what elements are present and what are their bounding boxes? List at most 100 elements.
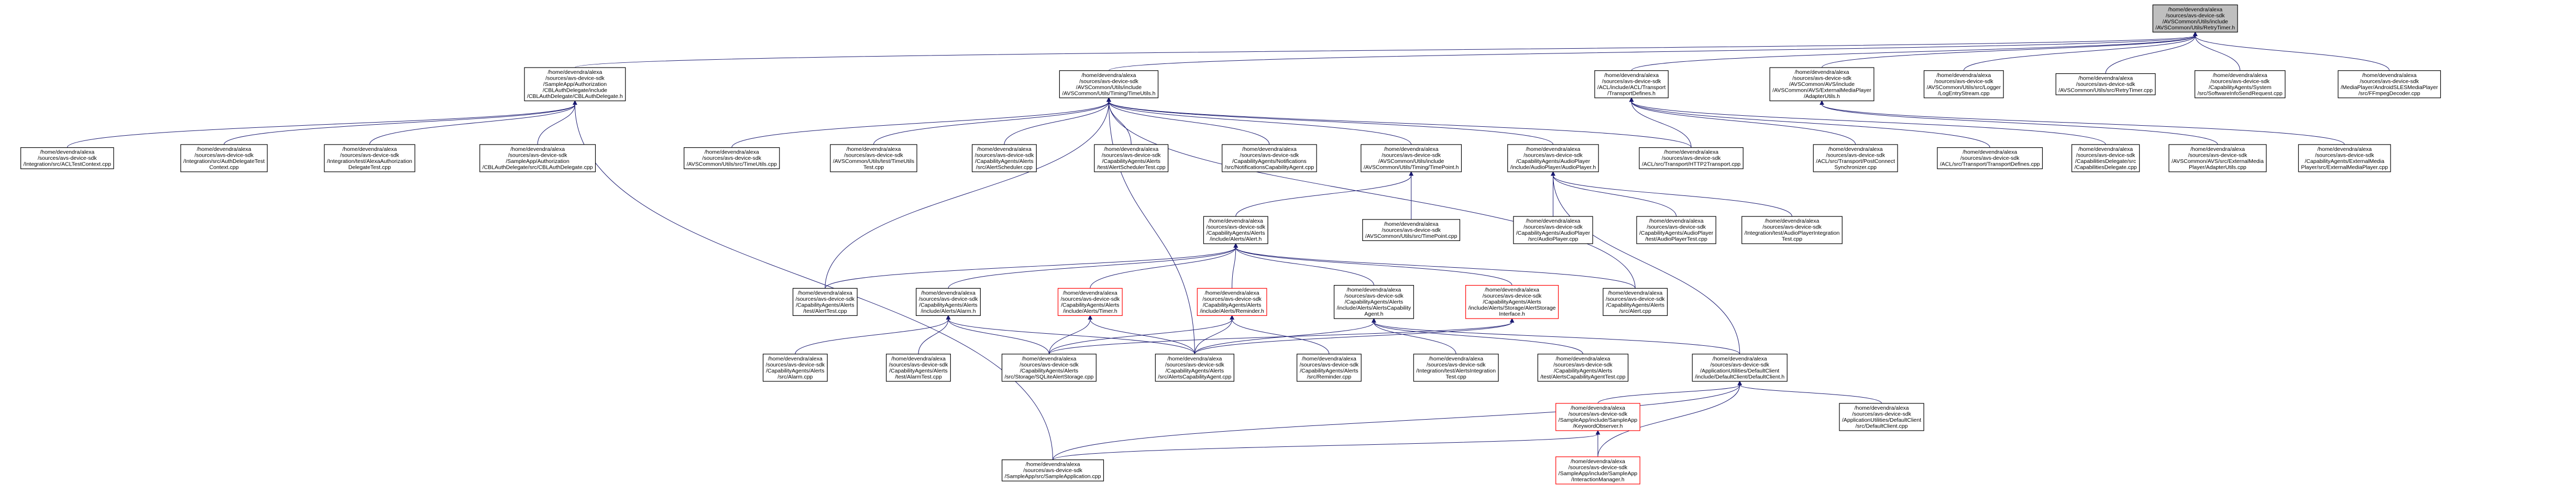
edge-interactionmanager-h-to-defaultclient-h [1597,380,1742,457]
node-label: /home/devendra/alexa/sources/avs-device-… [2075,146,2137,171]
graph-node-sampleapplication-cpp[interactable]: /home/devendra/alexa/sources/avs-device-… [1002,459,1104,481]
graph-node-audioplayertest-cpp[interactable]: /home/devendra/alexa/sources/avs-device-… [1636,216,1716,244]
edge-alertstorage-h-to-alert-h [1233,243,1512,286]
edge-externalmediaadapterutils-h-to-root [1822,31,2198,68]
node-label: /home/devendra/alexa/sources/avs-device-… [2058,75,2153,94]
graph-node-defaultclient-h[interactable]: /home/devendra/alexa/sources/avs-device-… [1692,354,1788,382]
node-box [1813,144,1898,172]
graph-node-alarm-cpp[interactable]: /home/devendra/alexa/sources/avs-device-… [762,354,828,382]
graph-node-alerttest-cpp[interactable]: /home/devendra/alexa/sources/avs-device-… [792,288,858,316]
node-box [1555,403,1640,431]
graph-node-reminder-cpp[interactable]: /home/devendra/alexa/sources/avs-device-… [1296,354,1362,382]
graph-node-alert-h[interactable]: /home/devendra/alexa/sources/avs-device-… [1203,216,1268,244]
graph-node-alertsintegration-cpp[interactable]: /home/devendra/alexa/sources/avs-device-… [1413,354,1499,382]
graph-node-timeutils-h[interactable]: /home/devendra/alexa/sources/avs-device-… [1059,70,1159,98]
graph-node-externalmediaplayer-cpp[interactable]: /home/devendra/alexa/sources/avs-device-… [2298,144,2391,172]
node-label: /home/devendra/alexa/sources/avs-device-… [1158,356,1231,380]
node-box [324,144,415,172]
graph-node-alertscheduler-cpp[interactable]: /home/devendra/alexa/sources/avs-device-… [972,144,1037,172]
node-label: /home/devendra/alexa/sources/avs-device-… [1416,356,1496,380]
node-box [1094,144,1169,172]
graph-node-timer-h[interactable]: /home/devendra/alexa/sources/avs-device-… [1057,288,1123,316]
node-label: /home/devendra/alexa/sources/avs-device-… [1816,146,1895,171]
node-label: /home/devendra/alexa/sources/avs-device-… [833,146,914,171]
edge-timeutilstest-cpp-to-timeutils-h [873,97,1111,145]
node-box [1507,144,1599,172]
graph-node-alertsagenttest-cpp[interactable]: /home/devendra/alexa/sources/avs-device-… [1537,354,1629,382]
graph-node-reminder-h[interactable]: /home/devendra/alexa/sources/avs-device-… [1197,288,1267,316]
node-box [2168,144,2267,172]
edge-postconnect-cpp-to-transportdefines-h [1629,97,1856,145]
node-label: /home/devendra/alexa/sources/avs-device-… [1695,356,1784,380]
graph-node-audioplayerintegration-cpp[interactable]: /home/devendra/alexa/sources/avs-device-… [1741,216,1843,244]
graph-node-notifications-cpp[interactable]: /home/devendra/alexa/sources/avs-device-… [1222,144,1317,172]
graph-node-timeutils-cpp[interactable]: /home/devendra/alexa/sources/avs-device-… [684,147,780,169]
graph-node-acltestcontext-cpp[interactable]: /home/devendra/alexa/sources/avs-device-… [20,147,114,169]
graph-node-alert-cpp[interactable]: /home/devendra/alexa/sources/avs-device-… [1603,288,1668,316]
node-label: /home/devendra/alexa/sources/avs-device-… [1005,462,1101,480]
node-label: /home/devendra/alexa/sources/avs-device-… [1097,146,1166,171]
graph-node-capabilitiesdelegate-cpp[interactable]: /home/devendra/alexa/sources/avs-device-… [2071,144,2140,172]
edge-interactionmanager-h-to-keywordobserver-h [1595,430,1601,457]
node-label: /home/devendra/alexa/sources/avs-device-… [1842,405,1921,430]
graph-node-cblauth-h[interactable]: /home/devendra/alexa/sources/avs-device-… [524,67,626,102]
node-box [830,144,917,172]
node-box [1197,288,1267,316]
graph-node-alertscapabilityagent-h[interactable]: /home/devendra/alexa/sources/avs-device-… [1333,285,1414,319]
edge-sampleapplication-cpp-to-cblauth-h [573,100,1054,460]
node-box [1692,354,1788,382]
graph-node-root[interactable]: /home/devendra/alexa/sources/avs-device-… [2152,4,2238,32]
node-box [1513,216,1593,244]
node-label: /home/devendra/alexa/sources/avs-device-… [1559,405,1638,430]
edge-alertsintegration-cpp-to-alertscapabilityagent-h [1372,317,1456,354]
graph-node-postconnect-cpp[interactable]: /home/devendra/alexa/sources/avs-device-… [1813,144,1898,172]
graph-node-interactionmanager-h[interactable]: /home/devendra/alexa/sources/avs-device-… [1555,456,1640,485]
node-label: /home/devendra/alexa/sources/avs-device-… [327,146,412,171]
graph-node-alarmtest-cpp[interactable]: /home/devendra/alexa/sources/avs-device-… [886,354,951,382]
graph-node-authdelegatetestcontext-cpp[interactable]: /home/devendra/alexa/sources/avs-device-… [180,144,268,172]
edge-logger-cpp-to-root [1963,31,2198,71]
graph-node-alarm-h[interactable]: /home/devendra/alexa/sources/avs-device-… [916,288,981,316]
node-label: /home/devendra/alexa/sources/avs-device-… [975,146,1034,171]
node-label: /home/devendra/alexa/sources/avs-device-… [1225,146,1314,171]
edge-capabilitiesdelegate-cpp-to-transportdefines-h [1629,97,2106,145]
graph-node-softwareinfo-cpp[interactable]: /home/devendra/alexa/sources/avs-device-… [2194,70,2286,98]
graph-node-alertstorage-h[interactable]: /home/devendra/alexa/sources/avs-device-… [1465,285,1559,319]
edge-alert-cpp-to-timeutils-h [1106,97,1636,289]
edge-defaultclient-h-to-audioplayer-h [1551,171,1740,354]
graph-node-transportdefines-h[interactable]: /home/devendra/alexa/sources/avs-device-… [1594,70,1669,98]
graph-node-alexaauthtest-cpp[interactable]: /home/devendra/alexa/sources/avs-device-… [324,144,415,172]
graph-node-alertschedulertest-cpp[interactable]: /home/devendra/alexa/sources/avs-device-… [1094,144,1169,172]
node-label: /home/devendra/alexa/sources/avs-device-… [1005,356,1094,380]
graph-node-retrytimer-cpp[interactable]: /home/devendra/alexa/sources/avs-device-… [2055,73,2156,95]
node-label: /home/devendra/alexa/sources/avs-device-… [1516,218,1591,243]
node-box [524,67,626,102]
node-label: /home/devendra/alexa/sources/avs-device-… [183,146,265,171]
graph-node-sqlitealertstorage-cpp[interactable]: /home/devendra/alexa/sources/avs-device-… [1001,354,1097,382]
graph-node-ffmpeg-cpp[interactable]: /home/devendra/alexa/sources/avs-device-… [2338,70,2441,98]
graph-node-timepoint-h[interactable]: /home/devendra/alexa/sources/avs-device-… [1361,144,1462,172]
graph-node-externalmediaadapterutils-h[interactable]: /home/devendra/alexa/sources/avs-device-… [1769,67,1875,102]
graph-node-alertscapabilityagent-cpp[interactable]: /home/devendra/alexa/sources/avs-device-… [1155,354,1234,382]
node-label: /home/devendra/alexa/sources/avs-device-… [2155,6,2235,31]
node-label: /home/devendra/alexa/sources/avs-device-… [1772,69,1871,100]
edge-audioplayertest-cpp-to-audioplayer-h [1551,171,1677,217]
edge-softwareinfo-cpp-to-root [2193,31,2241,71]
graph-node-audioplayer-cpp[interactable]: /home/devendra/alexa/sources/avs-device-… [1513,216,1593,244]
graph-node-keywordobserver-h[interactable]: /home/devendra/alexa/sources/avs-device-… [1555,403,1640,431]
graph-node-logger-cpp[interactable]: /home/devendra/alexa/sources/avs-device-… [1923,70,2004,98]
graph-node-cblauth-cpp[interactable]: /home/devendra/alexa/sources/avs-device-… [479,144,596,172]
edge-transportdefines-cpp-to-transportdefines-h [1629,97,1990,148]
graph-node-timepoint-cpp[interactable]: /home/devendra/alexa/sources/avs-device-… [1362,219,1461,241]
graph-node-defaultclient-cpp[interactable]: /home/devendra/alexa/sources/avs-device-… [1839,403,1924,431]
graph-node-externalmediaadapterutils-cpp[interactable]: /home/devendra/alexa/sources/avs-device-… [2168,144,2267,172]
node-box [1057,288,1123,316]
node-label: /home/devendra/alexa/sources/avs-device-… [1061,290,1120,314]
graph-node-transportdefines-cpp[interactable]: /home/devendra/alexa/sources/avs-device-… [1937,147,2043,169]
graph-node-httptransport-cpp[interactable]: /home/devendra/alexa/sources/avs-device-… [1639,147,1744,169]
node-box [1741,216,1843,244]
graph-node-audioplayer-h[interactable]: /home/devendra/alexa/sources/avs-device-… [1507,144,1599,172]
edge-timer-h-to-alert-h [1090,243,1238,289]
graph-node-timeutilstest-cpp[interactable]: /home/devendra/alexa/sources/avs-device-… [830,144,917,172]
node-box [1923,70,2004,98]
